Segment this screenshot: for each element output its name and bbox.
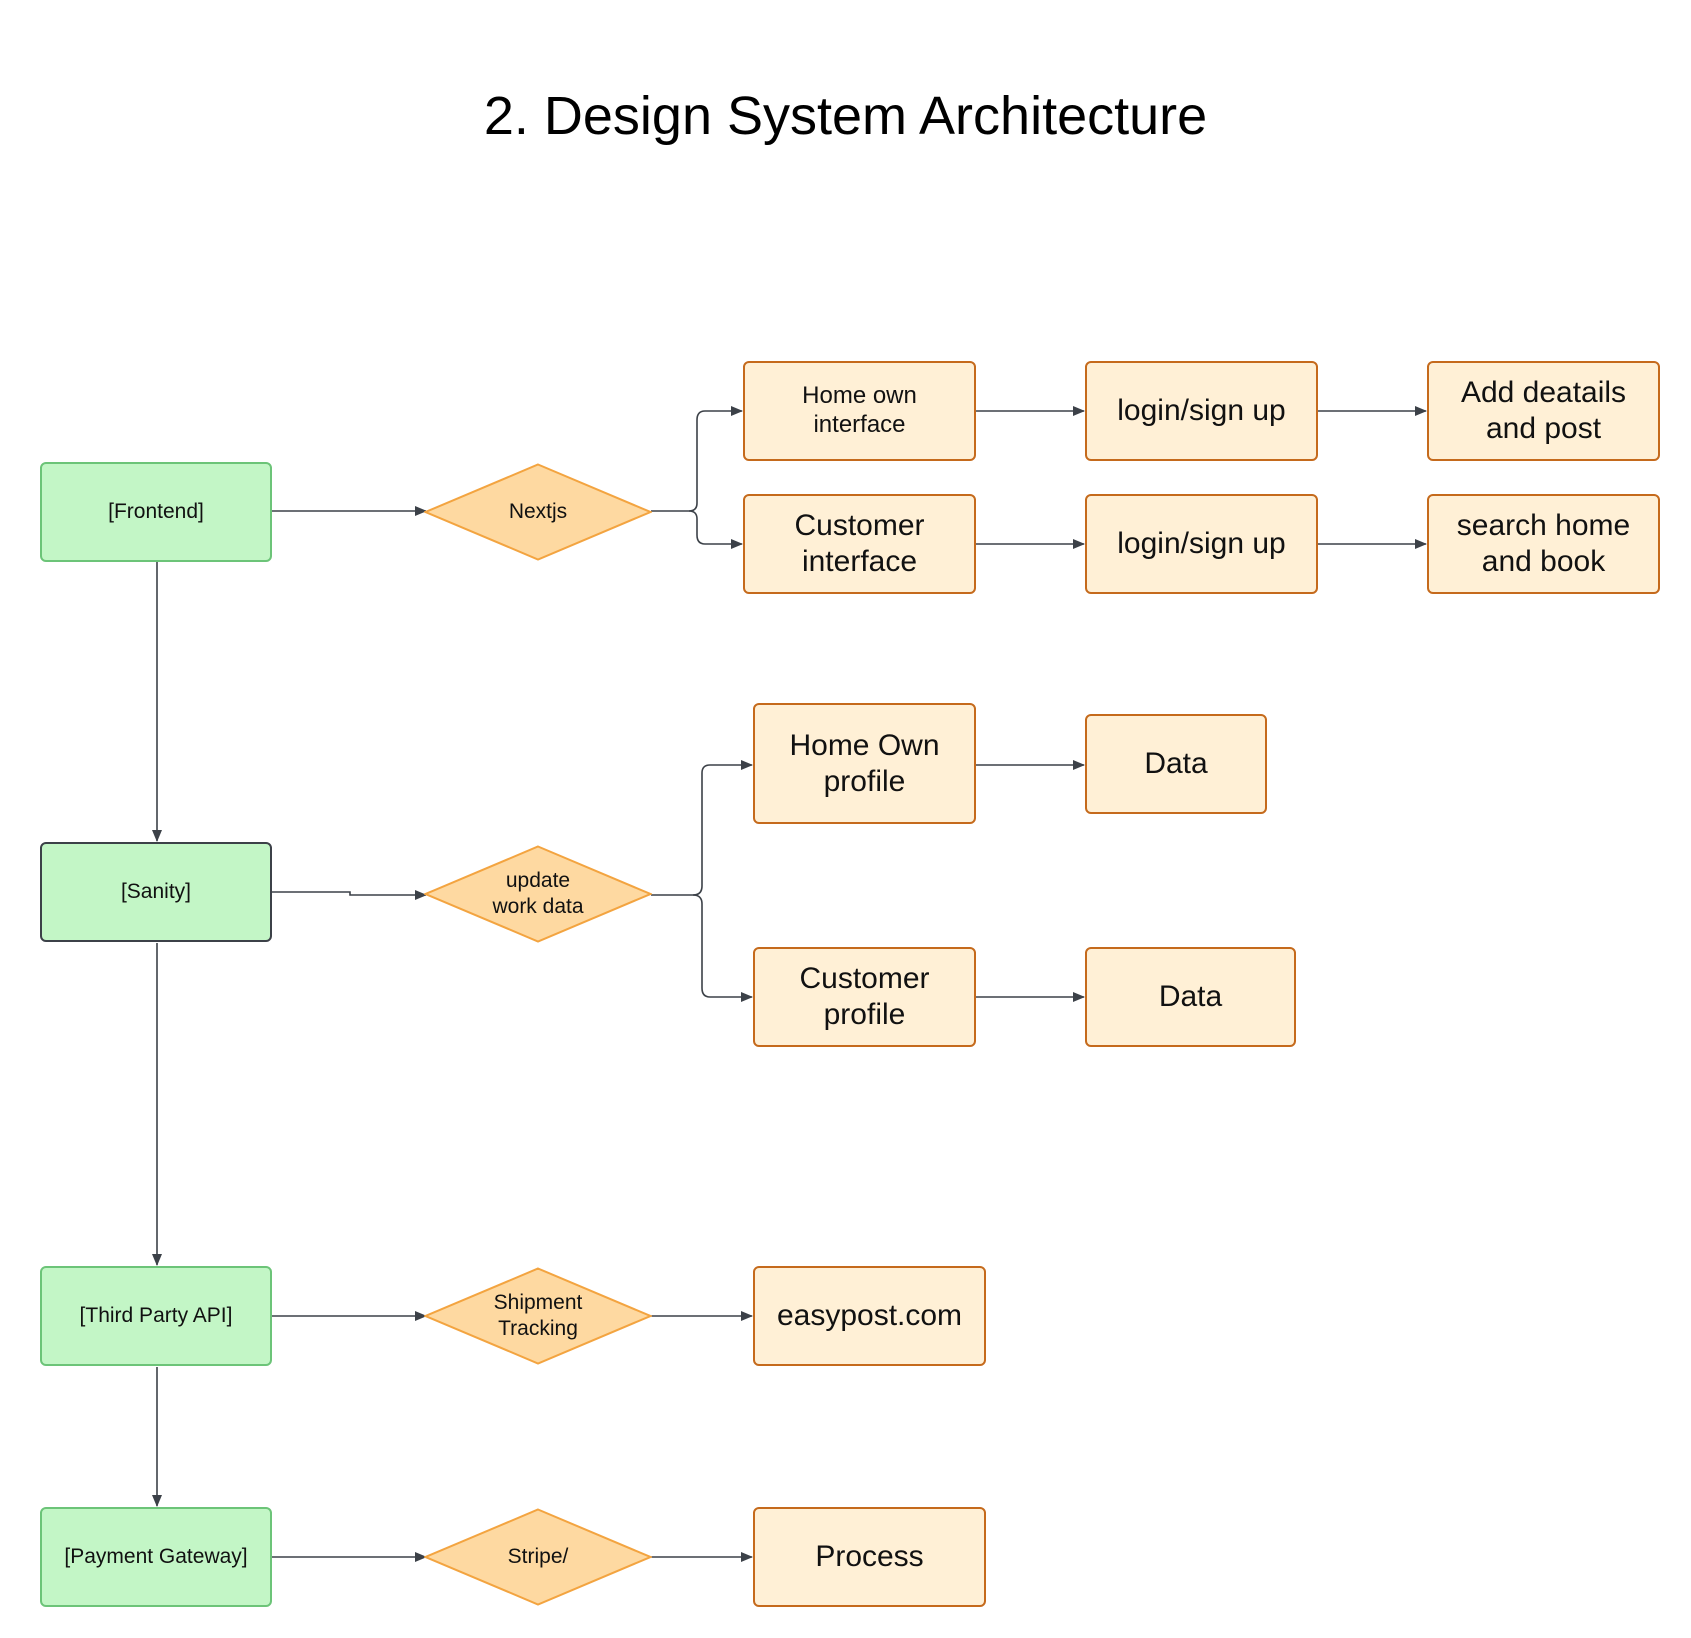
data-box-2: Data [1085,947,1296,1047]
login-signup-box-1: login/sign up [1085,361,1318,461]
add-details-box: Add deatails and post [1427,361,1660,461]
edge-sanity-update-work-data [272,890,427,900]
edge-nextjs-home-own-interface [651,406,743,512]
search-home-box: search home and book [1427,494,1660,594]
nextjs-label: Nextjs [508,499,568,523]
login-signup-box-2: login/sign up [1085,494,1318,594]
data-box-1: Data [1085,714,1267,814]
third-party-api-node: [Third Party API] [40,1266,272,1366]
customer-interface-box: Customer interface [743,494,976,594]
diamond-shape [424,845,652,943]
customer-profile-box: Customer profile [753,947,976,1047]
process-box: Process [753,1507,986,1607]
sanity-node: [Sanity] [40,842,272,942]
page-title: 2. Design System Architecture [483,86,1208,146]
edge-update-home-own-profile [651,760,753,896]
diamond-shape [424,1508,652,1606]
edge-nextjs-customer-interface [688,510,743,549]
update-work-data-decision: update work data [424,845,652,943]
frontend-node: [Frontend] [40,462,272,562]
shipment-tracking-decision: Shipment Tracking [424,1267,652,1365]
stripe-label: Stripe/ [507,1544,569,1568]
easypost-box: easypost.com [753,1266,986,1366]
stripe-decision: Stripe/ [424,1508,652,1606]
nextjs-decision: Nextjs [424,463,652,561]
update-work-data-label: update work data [492,868,584,918]
diamond-shape [424,1267,652,1365]
diamond-shape [424,463,652,561]
home-own-profile-box: Home Own profile [753,703,976,824]
edge-update-customer-profile [692,894,753,1002]
shipment-tracking-label: Shipment Tracking [493,1290,583,1340]
payment-gateway-node: [Payment Gateway] [40,1507,272,1607]
home-own-interface-box: Home own interface [743,361,976,461]
